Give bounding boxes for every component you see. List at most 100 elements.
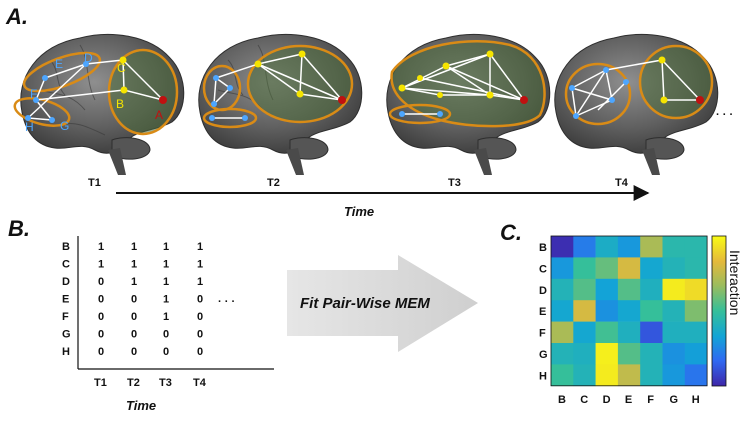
matrix-cell: 1 [163, 241, 169, 253]
node [398, 84, 406, 92]
heatmap-col-label: C [580, 394, 588, 406]
matrix-cell: 1 [163, 294, 169, 306]
matrix-cell: 0 [131, 346, 137, 358]
heatmap-cell [595, 257, 619, 280]
heatmap-cell [573, 278, 596, 301]
row-label-h: H [62, 346, 70, 358]
time-axis-title: Time [344, 204, 374, 219]
matrix-time-title: Time [126, 398, 156, 413]
brain-t1-stem [108, 148, 126, 175]
node-label-d: D [84, 51, 93, 65]
node [209, 115, 215, 121]
matrix-cell: 0 [131, 311, 137, 323]
node [442, 62, 450, 70]
binary-matrix-axes [77, 236, 274, 370]
matrix-cell: 0 [98, 329, 104, 341]
heatmap-cell [662, 300, 686, 322]
row-label-e: E [62, 294, 69, 306]
node [211, 101, 217, 107]
time-label-t4: T4 [615, 177, 629, 189]
matrix-cell: 1 [197, 241, 203, 253]
node [227, 85, 233, 91]
heatmap-col-label: F [647, 394, 654, 406]
cluster-outline [13, 97, 71, 127]
matrix-cell: 1 [131, 259, 137, 271]
brain-t3 [386, 33, 551, 175]
cluster-outline [202, 107, 258, 129]
time-label-t1: T1 [88, 177, 101, 189]
heatmap-cell [617, 364, 641, 387]
brain-t4-stem [642, 148, 660, 175]
heatmap-cell [595, 343, 619, 365]
time-label-t3: T3 [448, 177, 461, 189]
node-label-c: C [117, 61, 126, 75]
node [437, 92, 443, 98]
matrix-cell: 1 [163, 311, 169, 323]
heatmap-cell [640, 236, 663, 258]
node [486, 50, 494, 58]
heatmap-cell [573, 321, 596, 344]
heatmap-cell [684, 343, 708, 365]
colorbar [711, 235, 727, 387]
matrix-cell: 0 [163, 346, 169, 358]
heatmap-cell [617, 278, 641, 301]
heatmap-cell [640, 257, 663, 280]
node-f [33, 97, 39, 103]
ellipsis-brains: · · · [716, 109, 733, 121]
node-g [49, 117, 55, 123]
heatmap-row-label: D [539, 285, 547, 297]
heatmap-cell [662, 257, 686, 280]
matrix-cell: 0 [197, 346, 203, 358]
panel-a-label: A. [5, 4, 28, 29]
matrix-cell: 0 [197, 329, 203, 341]
heatmap-cell [573, 364, 596, 387]
cluster-outline [638, 44, 714, 120]
fit-arrow [287, 255, 478, 352]
panel-b-label: B. [8, 216, 30, 241]
heatmap-cell [595, 364, 619, 387]
heatmap-row-label: B [539, 242, 547, 254]
heatmap-cell [662, 343, 686, 365]
heatmap-cell [684, 257, 708, 280]
node [603, 67, 609, 73]
heatmap-cell [684, 321, 708, 344]
heatmap-col-label: B [558, 394, 566, 406]
node [486, 91, 494, 99]
heatmap-col-label: G [670, 394, 679, 406]
heatmap-cell [573, 343, 596, 365]
heatmap-cell [640, 343, 663, 365]
matrix-cell: 1 [197, 276, 203, 288]
matrix-cell: 0 [98, 294, 104, 306]
matrix-cell: 1 [163, 276, 169, 288]
fit-arrow-label: Fit Pair-Wise MEM [300, 295, 430, 312]
heatmap-cell [573, 300, 596, 322]
heatmap-cell [617, 300, 641, 322]
node-label-b: B [116, 97, 124, 111]
matrix-cell: 0 [131, 294, 137, 306]
heatmap-cell [551, 300, 574, 322]
matrix-cell: 1 [197, 259, 203, 271]
heatmap-cell [551, 236, 574, 258]
node [296, 90, 304, 98]
brain-t1: A B C D E F G H [13, 33, 185, 175]
heatmap-cell [573, 236, 596, 258]
heatmap-cell [662, 278, 686, 301]
matrix-cell: 0 [131, 329, 137, 341]
heatmap-frame [550, 235, 708, 387]
heatmap-cell [551, 364, 574, 387]
cluster-outline [22, 51, 102, 93]
col-label-t1: T1 [94, 377, 107, 389]
node [573, 113, 579, 119]
heatmap-cell [551, 278, 574, 301]
heatmap-cell [617, 257, 641, 280]
col-label-t4: T4 [193, 377, 207, 389]
heatmap-cell [617, 343, 641, 365]
matrix-cell: 0 [197, 311, 203, 323]
heatmap-col-label: E [625, 394, 632, 406]
heatmap-cell [595, 236, 619, 258]
heatmap-cell [662, 321, 686, 344]
time-label-t2: T2 [267, 177, 280, 189]
heatmap-cell [595, 278, 619, 301]
